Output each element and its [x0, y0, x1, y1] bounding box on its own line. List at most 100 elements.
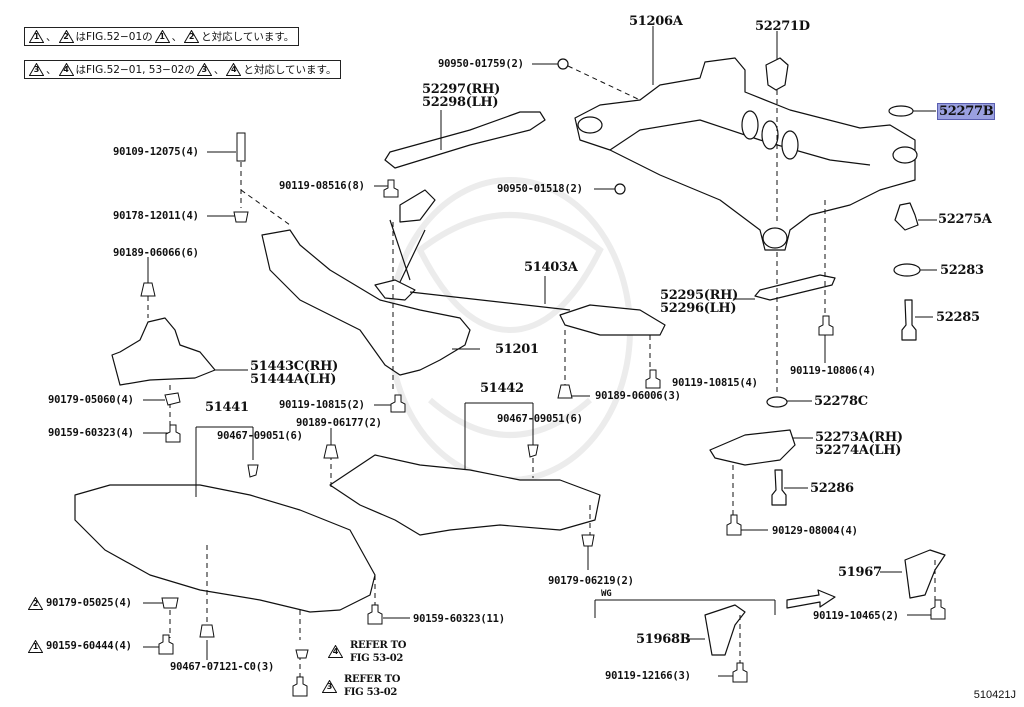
- part-label-90109-12075[interactable]: 90109-12075(4): [113, 146, 199, 158]
- clip-90189-06006: [557, 384, 573, 399]
- part-label-90119-12166[interactable]: 90119-12166(3): [605, 670, 691, 682]
- bump-stop-52271D: [765, 57, 789, 91]
- part-label-90467-09051-a[interactable]: 90467-09051(6): [217, 430, 303, 442]
- bolt-90119-08516: [383, 179, 399, 198]
- separator: 、: [213, 64, 225, 76]
- separator: 、: [46, 64, 57, 76]
- part-label-90159-60323-4[interactable]: 90159-60323(4): [48, 427, 134, 439]
- bushing-52275A: [894, 202, 919, 231]
- part-label-51968B[interactable]: 51968B: [636, 632, 691, 647]
- bolt-90119-10806: [818, 315, 834, 336]
- bolt-refer3: [292, 676, 308, 697]
- leader-lines: [143, 26, 937, 677]
- part-label-51206A[interactable]: 51206A: [629, 14, 683, 29]
- part-label-90950-01759[interactable]: 90950-01759(2): [438, 58, 524, 70]
- wg-label: WG: [601, 589, 612, 599]
- triangle-4-icon: 4: [328, 645, 343, 658]
- bushing-52278C: [766, 396, 788, 408]
- part-label-51967[interactable]: 51967: [838, 565, 882, 580]
- bolt-90119-10465: [930, 599, 946, 620]
- part-label-90189-06006[interactable]: 90189-06006(3): [595, 390, 681, 402]
- clip-90467-09051-b: [527, 444, 539, 458]
- fasteners: [140, 132, 946, 697]
- part-label-51444A[interactable]: 51444A(LH): [250, 372, 337, 387]
- bolt-90159-60323-4: [165, 424, 181, 443]
- cap-90950-01518: [614, 183, 626, 195]
- part-label-52285[interactable]: 52285: [936, 310, 980, 325]
- part-label-52297[interactable]: 52297(RH): [422, 82, 500, 97]
- triangle-2-icon: 2: [58, 30, 74, 43]
- part-label-52278C[interactable]: 52278C: [814, 394, 868, 409]
- part-label-90159-60444[interactable]: 90159-60444(4): [46, 640, 132, 652]
- part-label-90129-08004[interactable]: 90129-08004(4): [772, 525, 858, 537]
- part-label-90119-10815-4[interactable]: 90119-10815(4): [672, 377, 758, 389]
- washer-52283: [893, 263, 921, 277]
- part-label-90159-60323-11[interactable]: 90159-60323(11): [413, 613, 505, 625]
- bolt-52286: [771, 469, 787, 506]
- separator: 、: [171, 31, 183, 43]
- part-label-90179-05060[interactable]: 90179-05060(4): [48, 394, 134, 406]
- clip-90467-09051-a: [247, 464, 259, 478]
- part-label-90950-01518[interactable]: 90950-01518(2): [497, 183, 583, 195]
- note-2-text-end: と対応しています。: [243, 64, 337, 76]
- part-label-52286[interactable]: 52286: [810, 481, 854, 496]
- part-label-90179-05025[interactable]: 90179-05025(4): [46, 597, 132, 609]
- part-label-52296[interactable]: 52296(LH): [660, 301, 737, 316]
- bolt-90129-08004: [726, 514, 742, 536]
- note-1-text-end: と対応しています。: [201, 31, 295, 43]
- part-label-51441[interactable]: 51441: [205, 400, 249, 415]
- part-label-90119-08516[interactable]: 90119-08516(8): [279, 180, 365, 192]
- note-2: 3 、 4 はFIG.52−01, 53−02の 3 、 4 と対応しています。: [24, 60, 342, 79]
- triangle-3-icon: 3: [196, 63, 212, 76]
- clip-90467-07121: [199, 624, 215, 638]
- part-label-90179-06219[interactable]: 90179-06219(2): [548, 575, 634, 587]
- part-label-90119-10465[interactable]: 90119-10465(2): [813, 610, 899, 622]
- brace-52295: [754, 274, 836, 301]
- part-label-90119-10815-2[interactable]: 90119-10815(2): [279, 399, 365, 411]
- brace-52297: [384, 111, 546, 169]
- note-1: 1 、 2 はFIG.52−01の 1 、 2 と対応しています。: [24, 27, 300, 46]
- nut-90178-12011: [233, 211, 249, 223]
- triangle-3-icon: 3: [29, 63, 44, 76]
- separator: 、: [46, 31, 57, 43]
- refer-note-4-link[interactable]: FIG 53-02: [350, 653, 404, 664]
- part-label-52277B-selected[interactable]: 52277B: [937, 103, 996, 120]
- part-label-52298[interactable]: 52298(LH): [422, 95, 499, 110]
- part-label-52271D[interactable]: 52271D: [755, 19, 810, 34]
- dashed-guides: [147, 65, 936, 680]
- bracket-51967: [904, 549, 946, 599]
- refer-note-3-line1: REFER TO: [344, 674, 401, 685]
- bracket-51968B: [704, 604, 746, 656]
- part-label-90467-07121[interactable]: 90467-07121-C0(3): [170, 661, 275, 673]
- bracket-52273A: [709, 429, 796, 466]
- front-crossmember-51201: [261, 189, 471, 376]
- part-label-51442[interactable]: 51442: [480, 381, 524, 396]
- part-label-51403A[interactable]: 51403A: [524, 260, 578, 275]
- note-2-text-mid: はFIG.52−01, 53−02の: [75, 64, 195, 76]
- part-label-90119-10806[interactable]: 90119-10806(4): [790, 365, 876, 377]
- figure-id: 510421J: [973, 689, 1016, 701]
- part-label-90467-09051-b[interactable]: 90467-09051(6): [497, 413, 583, 425]
- washer-52277B: [888, 105, 914, 117]
- part-label-52283[interactable]: 52283: [940, 263, 984, 278]
- under-cover-51442: [329, 454, 601, 536]
- bolt-90119-10815-4: [645, 369, 661, 389]
- part-label-90189-06177[interactable]: 90189-06177(2): [296, 417, 382, 429]
- under-cover-51441: [74, 484, 376, 613]
- part-label-90178-12011[interactable]: 90178-12011(4): [113, 210, 199, 222]
- refer-note-3-link[interactable]: FIG 53-02: [344, 687, 398, 698]
- cap-90950-01759: [557, 58, 569, 70]
- part-label-90189-06066[interactable]: 90189-06066(6): [113, 247, 199, 259]
- part-label-51201[interactable]: 51201: [495, 342, 539, 357]
- triangle-1-icon: 1: [154, 30, 170, 43]
- nut-refer4: [295, 649, 309, 659]
- part-label-52275A[interactable]: 52275A: [938, 212, 992, 227]
- part-label-52274A[interactable]: 52274A(LH): [815, 443, 902, 458]
- bolt-52285: [901, 299, 917, 341]
- clip-90189-06177: [323, 444, 339, 459]
- bolt-90159-60323-11: [367, 604, 383, 625]
- part-label-52295[interactable]: 52295(RH): [660, 288, 738, 303]
- refer-note-4-line1: REFER TO: [350, 640, 407, 651]
- part-label-52273A[interactable]: 52273A(RH): [815, 430, 903, 445]
- part-label-51443C[interactable]: 51443C(RH): [250, 359, 338, 374]
